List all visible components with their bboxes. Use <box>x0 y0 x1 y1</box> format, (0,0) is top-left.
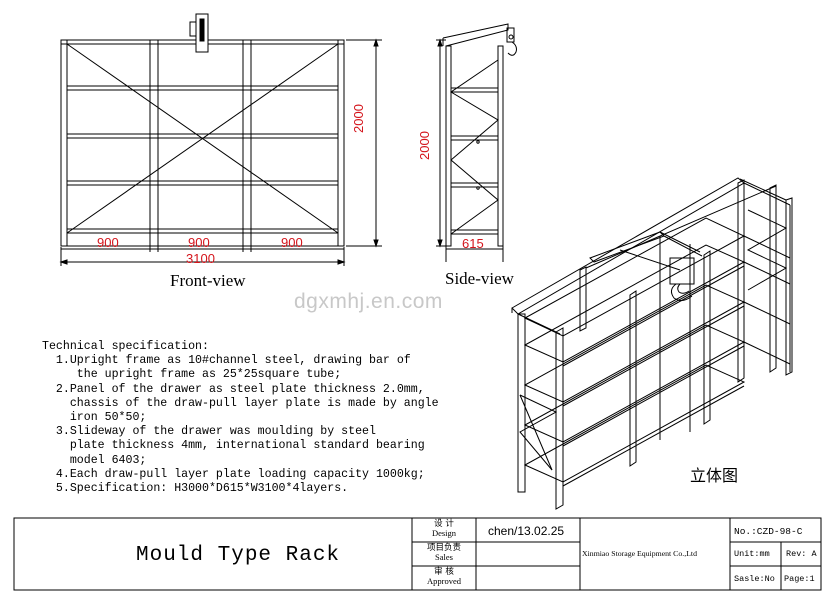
side-depth: 615 <box>462 236 484 251</box>
front-view-drawing <box>59 13 382 266</box>
product-name: Mould Type Rack <box>136 544 341 567</box>
technical-specification: Technical specification: 1.Upright frame… <box>42 340 439 496</box>
design-label-cn: 设 计 <box>434 519 454 529</box>
sales-label-cn: 项目负责 <box>426 543 461 553</box>
front-bay-3-width: 900 <box>281 235 303 250</box>
spec-line: plate thickness 4mm, international stand… <box>42 439 425 453</box>
spec-line: 5.Specification: H3000*D615*W3100*4layer… <box>42 482 349 496</box>
front-view-title: Front-view <box>170 271 246 290</box>
company-name: Xinmiao Storage Equipment Co.,Ltd <box>582 549 697 558</box>
approved-label-en: Approved <box>427 576 461 586</box>
front-height: 2000 <box>351 104 366 133</box>
front-total-width: 3100 <box>186 251 215 266</box>
revision-label: Rev: A <box>786 549 817 559</box>
design-label-en: Design <box>431 528 457 538</box>
isometric-view-drawing <box>511 177 793 510</box>
spec-line: 1.Upright frame as 10#channel steel, dra… <box>42 354 411 368</box>
side-view-title: Side-view <box>445 269 514 288</box>
side-height: 2000 <box>417 131 432 160</box>
spec-line: the upright frame as 25*25square tube; <box>42 368 342 382</box>
sale-label: Sasle:No <box>734 574 775 584</box>
spec-line: chassis of the draw-pull layer plate is … <box>42 396 439 410</box>
isometric-view-title: 立体图 <box>690 466 739 485</box>
approved-label-cn: 审 核 <box>434 567 454 577</box>
spec-heading: Technical specification: <box>42 340 209 353</box>
front-bay-1-width: 900 <box>97 235 119 250</box>
designer-date: chen/13.02.25 <box>488 524 565 538</box>
front-bay-2-width: 900 <box>188 235 210 250</box>
sales-label-en: Sales <box>435 552 453 562</box>
watermark-text: dgxmhj.en.com <box>294 290 443 313</box>
spec-line: 3.Slideway of the drawer was moulding by… <box>42 425 376 439</box>
spec-line: model 6403; <box>42 453 147 467</box>
side-view-drawing <box>436 23 517 262</box>
drawing-number: No.:CZD-98-C <box>734 526 803 537</box>
unit-label: Unit:mm <box>734 549 770 559</box>
spec-line: 2.Panel of the drawer as steel plate thi… <box>42 382 425 396</box>
spec-line: iron 50*50; <box>42 411 147 425</box>
title-block-frame <box>13 517 822 591</box>
front-shelf-levels <box>66 85 339 234</box>
spec-line: 4.Each draw-pull layer plate loading cap… <box>42 467 425 481</box>
page-label: Page:1 <box>784 574 815 584</box>
